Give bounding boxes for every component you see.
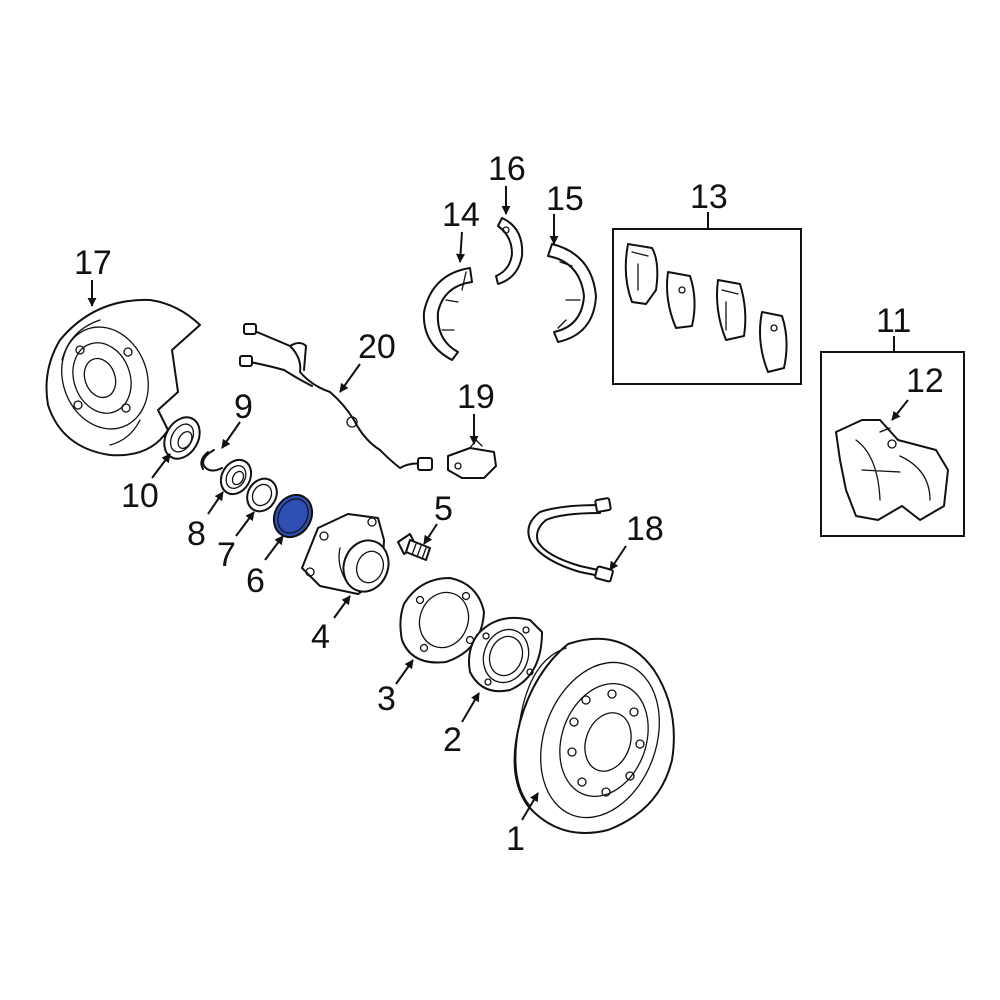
callout-label-4: 4 <box>311 618 330 656</box>
callout-15[interactable]: 15 <box>546 180 584 245</box>
callout-label-1: 1 <box>506 820 525 858</box>
callout-label-12: 12 <box>906 362 944 400</box>
part-12-caliper[interactable] <box>835 419 949 521</box>
callout-label-9: 9 <box>234 388 253 426</box>
part-18-brake-hose[interactable] <box>527 497 614 583</box>
part-1-brake-rotor[interactable] <box>513 637 680 835</box>
part-8-bearing[interactable] <box>215 454 257 499</box>
callout-label-19: 19 <box>457 378 495 416</box>
callout-label-16: 16 <box>488 150 526 188</box>
part-5-bolt[interactable] <box>397 533 431 561</box>
callout-label-20: 20 <box>358 328 396 366</box>
callout-4[interactable]: 4 <box>311 595 351 656</box>
callout-18[interactable]: 18 <box>609 510 664 571</box>
callout-1[interactable]: 1 <box>506 792 539 858</box>
callout-5[interactable]: 5 <box>423 490 453 545</box>
callout-19[interactable]: 19 <box>457 378 495 445</box>
part-14-brake-shoe[interactable] <box>422 267 473 361</box>
callout-16[interactable]: 16 <box>488 150 526 215</box>
callout-label-11: 11 <box>876 302 911 340</box>
callout-6[interactable]: 6 <box>246 535 284 600</box>
part-15-brake-shoe[interactable] <box>547 243 597 343</box>
callout-17[interactable]: 17 <box>74 244 112 307</box>
part-19-bracket[interactable] <box>447 439 497 479</box>
callout-label-3: 3 <box>377 680 396 718</box>
callout-label-8: 8 <box>187 515 206 553</box>
callout-label-10: 10 <box>121 477 159 515</box>
callout-20[interactable]: 20 <box>339 328 396 393</box>
part-10-seal[interactable] <box>157 411 207 465</box>
callout-label-15: 15 <box>546 180 584 218</box>
part-2-gasket[interactable] <box>468 616 543 693</box>
callout-2[interactable]: 2 <box>443 692 480 759</box>
part-20-sensor-harness[interactable] <box>239 323 433 471</box>
callout-10[interactable]: 10 <box>121 453 171 515</box>
callout-14[interactable]: 14 <box>442 196 480 263</box>
callout-label-14: 14 <box>442 196 480 234</box>
part-7-spacer[interactable] <box>241 473 282 516</box>
part-17-backing-plate[interactable] <box>45 298 201 457</box>
part-6-seal-highlighted[interactable] <box>266 488 319 544</box>
part-11-caliper-assembly[interactable] <box>820 351 965 537</box>
part-3-plate[interactable] <box>399 577 485 664</box>
callout-8[interactable]: 8 <box>187 491 224 553</box>
callout-label-13: 13 <box>690 178 728 216</box>
callout-13[interactable]: 13 <box>690 178 728 229</box>
callout-label-17: 17 <box>74 244 112 282</box>
callout-11[interactable]: 11 <box>876 302 911 352</box>
part-4-hub-bearing[interactable] <box>301 513 396 598</box>
callout-label-7: 7 <box>217 536 236 574</box>
callout-label-5: 5 <box>434 490 453 528</box>
callout-label-18: 18 <box>626 510 664 548</box>
callout-label-6: 6 <box>246 562 265 600</box>
part-16-brake-shoe[interactable] <box>495 217 524 285</box>
callout-label-2: 2 <box>443 721 462 759</box>
callout-7[interactable]: 7 <box>217 511 255 574</box>
part-9-snap-ring[interactable] <box>200 449 223 472</box>
part-13-brake-pad-set[interactable] <box>612 228 802 385</box>
callout-12[interactable]: 12 <box>891 362 944 421</box>
callout-9[interactable]: 9 <box>221 388 253 449</box>
callout-3[interactable]: 3 <box>377 659 414 718</box>
